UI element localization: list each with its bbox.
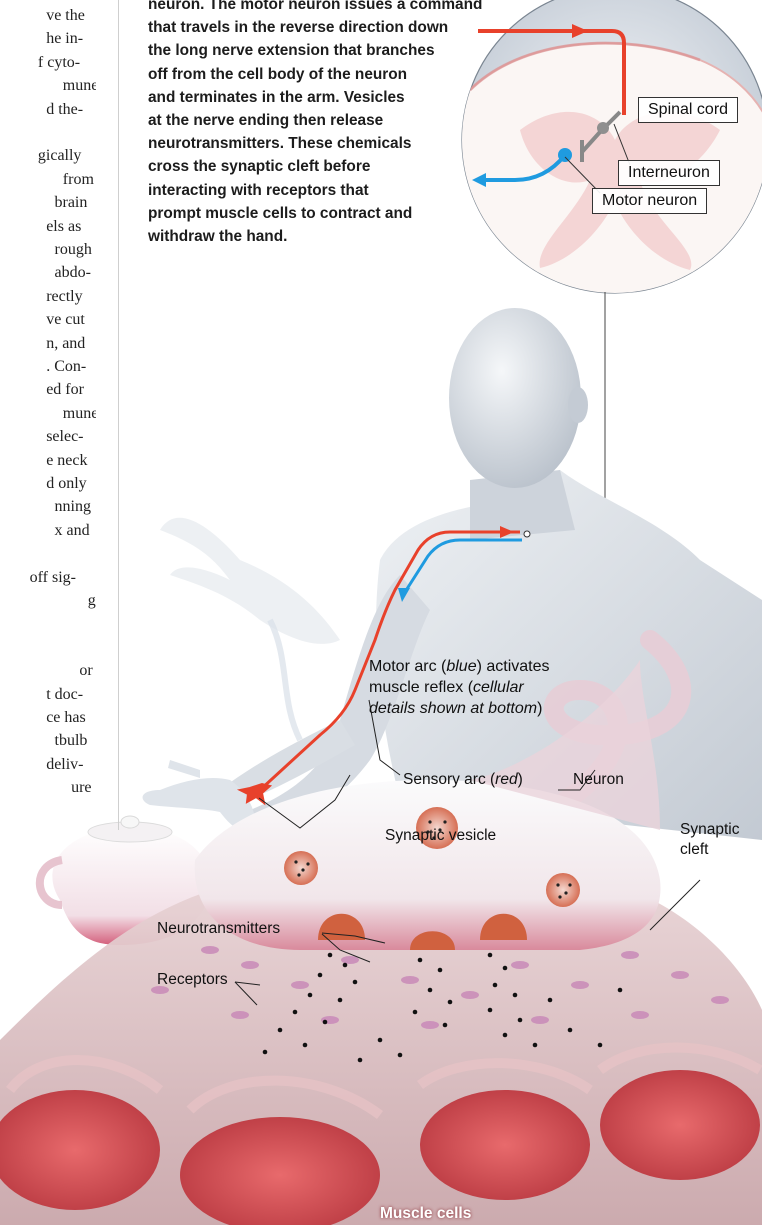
caption-line: cross the synaptic cleft before	[148, 158, 370, 176]
article-body-text: ve the he in-f cyto-mune d the-gically from…	[0, 0, 96, 800]
body-text-line: abdo-	[55, 263, 91, 282]
sensory-arc-suffix: )	[518, 771, 523, 788]
body-text-line: mune	[63, 76, 96, 95]
body-text-line: d only	[46, 474, 86, 493]
body-text-line: or	[79, 661, 92, 680]
body-text-line: d the-	[46, 100, 83, 119]
body-text-line: deliv-	[46, 755, 83, 774]
body-text-line: brain	[55, 193, 88, 212]
body-text-line: ce has	[46, 708, 86, 727]
muscle-cells-label: Muscle cells	[380, 1205, 471, 1223]
caption-line: withdraw the hand.	[148, 228, 287, 246]
body-text-line: tbulb	[55, 731, 88, 750]
body-text-line: from	[63, 170, 94, 189]
body-text-line: . Con-	[46, 357, 86, 376]
body-text-line: rectly	[46, 287, 82, 306]
motor-neuron-label: Motor neuron	[592, 188, 707, 214]
body-text-line: e neck	[46, 451, 87, 470]
synaptic-cleft-label: Synaptic cleft	[680, 820, 750, 860]
sensory-arc-color-word: red	[495, 771, 517, 788]
motor-arc-label: Motor arc (blue) activates muscle reflex…	[369, 656, 569, 719]
body-text-line: gically	[38, 146, 82, 165]
body-text-line: x and	[55, 521, 90, 540]
caption-line: that travels in the reverse direction do…	[148, 19, 448, 37]
neurotransmitters-label: Neurotransmitters	[157, 920, 280, 938]
motor-arc-prefix: Motor arc (	[369, 658, 446, 675]
spinal-cord-label: Spinal cord	[638, 97, 738, 123]
body-text-line: he in-	[46, 29, 83, 48]
body-text-line: els as	[46, 217, 81, 236]
receptors-label: Receptors	[157, 971, 228, 989]
caption-line: off from the cell body of the neuron	[148, 66, 407, 84]
body-text-line: g	[88, 591, 96, 610]
caption-line: and terminates in the arm. Vesicles	[148, 89, 405, 107]
caption-line: the long nerve extension that branches	[148, 42, 435, 60]
interneuron-label: Interneuron	[618, 160, 720, 186]
body-text-line: t doc-	[46, 685, 83, 704]
body-text-line: ve cut	[46, 310, 85, 329]
sensory-arc-label: Sensory arc (red)	[403, 771, 523, 789]
caption-line: interacting with receptors that	[148, 182, 369, 200]
motor-arc-color-word: blue	[446, 658, 476, 675]
caption-line: neuron. The motor neuron issues a comman…	[148, 0, 482, 14]
sensory-arc-prefix: Sensory arc (	[403, 771, 495, 788]
motor-arc-suffix: )	[537, 700, 542, 717]
synaptic-vesicle-label: Synaptic vesicle	[385, 827, 496, 845]
body-text-line: rough	[55, 240, 92, 259]
body-text-line: off sig-	[30, 568, 76, 587]
column-rule	[118, 0, 119, 830]
body-text-line: nning	[55, 497, 91, 516]
caption-line: neurotransmitters. These chemicals	[148, 135, 411, 153]
body-text-line: n, and	[46, 334, 85, 353]
body-text-line: ve the	[46, 6, 85, 25]
body-text-line: selec-	[46, 427, 83, 446]
caption-line: prompt muscle cells to contract and	[148, 205, 412, 223]
body-text-line: ed for	[46, 380, 84, 399]
body-text-line: mune	[63, 404, 96, 423]
caption-line: at the nerve ending then release	[148, 112, 383, 130]
body-text-line: f cyto-	[38, 53, 80, 72]
body-text-line: ure	[71, 778, 91, 797]
neuron-label: Neuron	[573, 771, 624, 789]
